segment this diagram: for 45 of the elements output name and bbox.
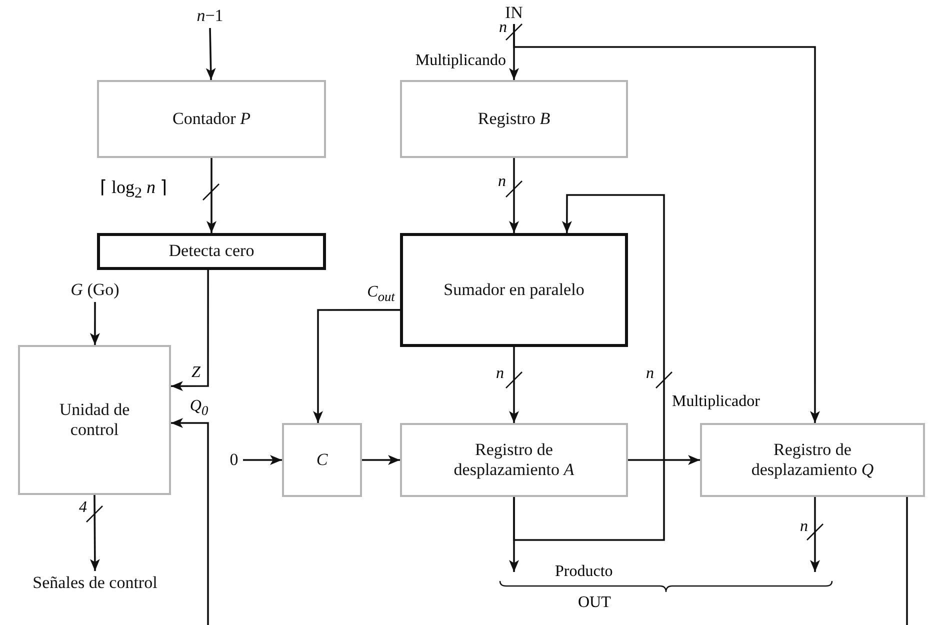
arrow [810,497,820,572]
arrow [90,495,100,571]
register-box [97,80,326,158]
register-box [18,345,171,495]
arrow [513,24,820,423]
signal-label: IN [505,2,523,24]
arrow [362,455,400,465]
signal-label: 0 [230,450,238,470]
arrow [171,418,209,625]
arrow [243,455,282,465]
text-label: Multiplicando [414,52,506,70]
register-box [700,423,925,497]
box-label: Contador P [172,108,250,130]
arrow [313,309,400,423]
box-label: Detecta cero [168,241,254,262]
logic-box [97,233,326,270]
text-label: Producto [555,563,613,581]
arrow [206,158,216,233]
arrow [509,497,519,572]
edge-label: Q$_{0}$ [188,398,210,418]
edge-label: C$_{out}$ [366,284,396,304]
register-box [400,423,628,497]
signal-label: G (Go) [70,280,120,300]
box-label: Unidad de control [58,400,131,440]
signal-line [906,497,908,625]
arrow [171,270,209,392]
arrow [90,302,100,345]
box-label: Registro de desplazamiento A [452,440,576,480]
register-box [282,423,362,497]
arrow [513,194,665,541]
signal-label: n−1 [196,6,224,26]
text-label: OUT [578,594,611,612]
logic-box [400,233,628,347]
arrow [509,347,519,423]
register-box [400,80,628,158]
arrow [206,28,216,80]
box-label: Registro B [478,108,550,130]
box-label: Sumador en paralelo [444,280,584,300]
text-label: Multiplicador [672,393,760,411]
text-label: ⌈ log$_{2}$ n ⌉ [100,178,168,202]
box-label: Registro de desplazamiento Q [750,440,875,480]
box-label: C [316,450,328,470]
signal-label: Señales de control [32,572,158,594]
arrow [509,158,519,233]
arrow [628,455,700,465]
